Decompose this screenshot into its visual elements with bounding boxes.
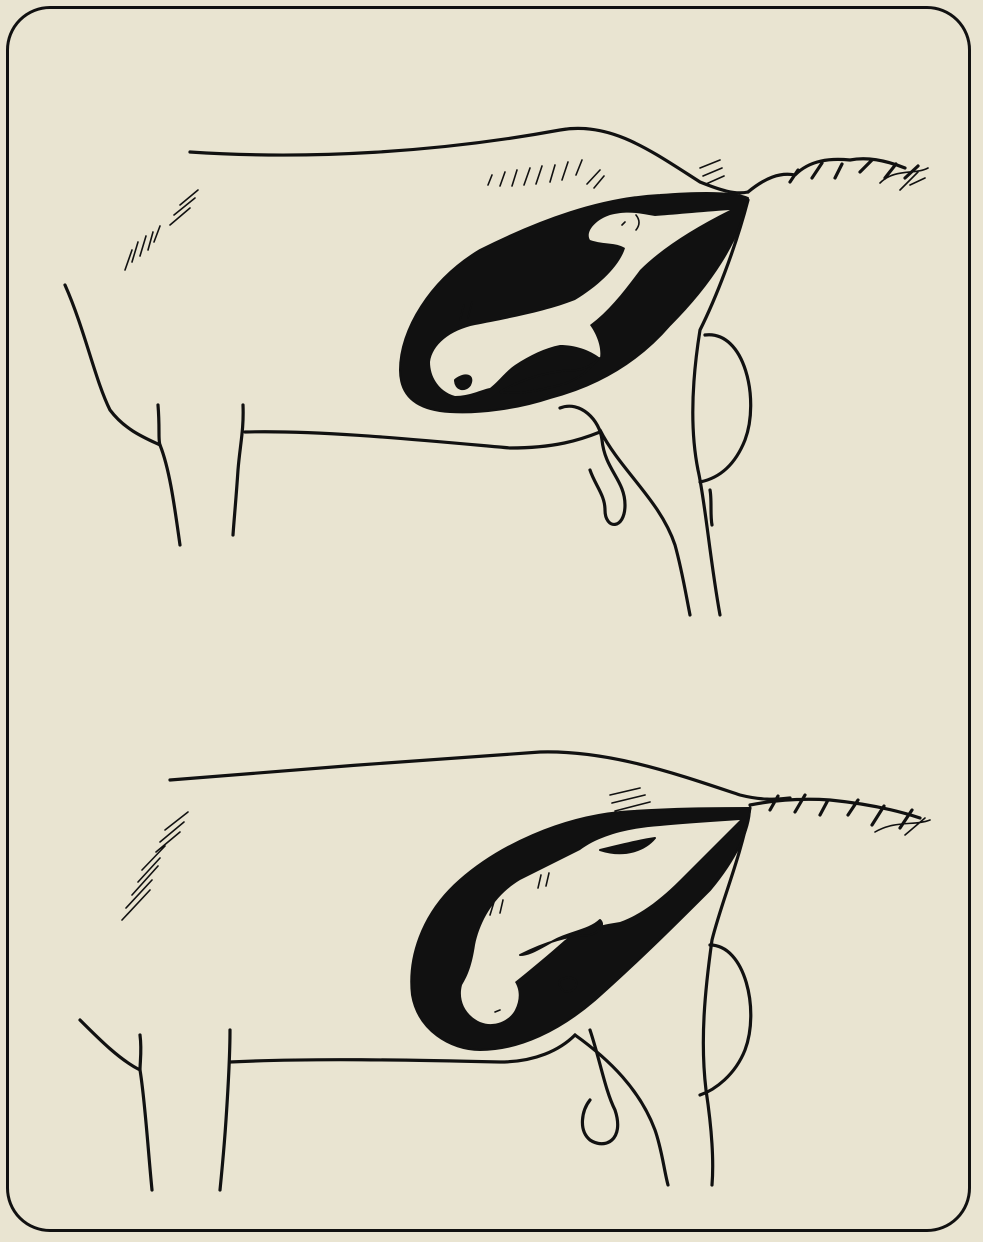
top-teat xyxy=(560,406,625,524)
bottom-panel xyxy=(80,752,930,1190)
bottom-rear-leg-inner xyxy=(575,1035,668,1185)
top-front-leg-2 xyxy=(158,405,160,445)
top-front-leg-3 xyxy=(233,405,243,535)
bottom-front-leg-2 xyxy=(140,1035,141,1070)
bottom-back-outline xyxy=(170,752,790,799)
top-rear-leg-inner xyxy=(600,430,690,615)
top-hock xyxy=(710,490,712,525)
top-panel xyxy=(65,128,928,615)
bottom-front-leg-3 xyxy=(220,1030,230,1190)
top-back-outline xyxy=(190,128,748,193)
top-belly xyxy=(245,432,600,448)
bottom-tail xyxy=(750,795,920,828)
top-front-leg xyxy=(65,285,180,545)
bottom-teat xyxy=(582,1030,617,1144)
top-udder xyxy=(700,335,751,482)
